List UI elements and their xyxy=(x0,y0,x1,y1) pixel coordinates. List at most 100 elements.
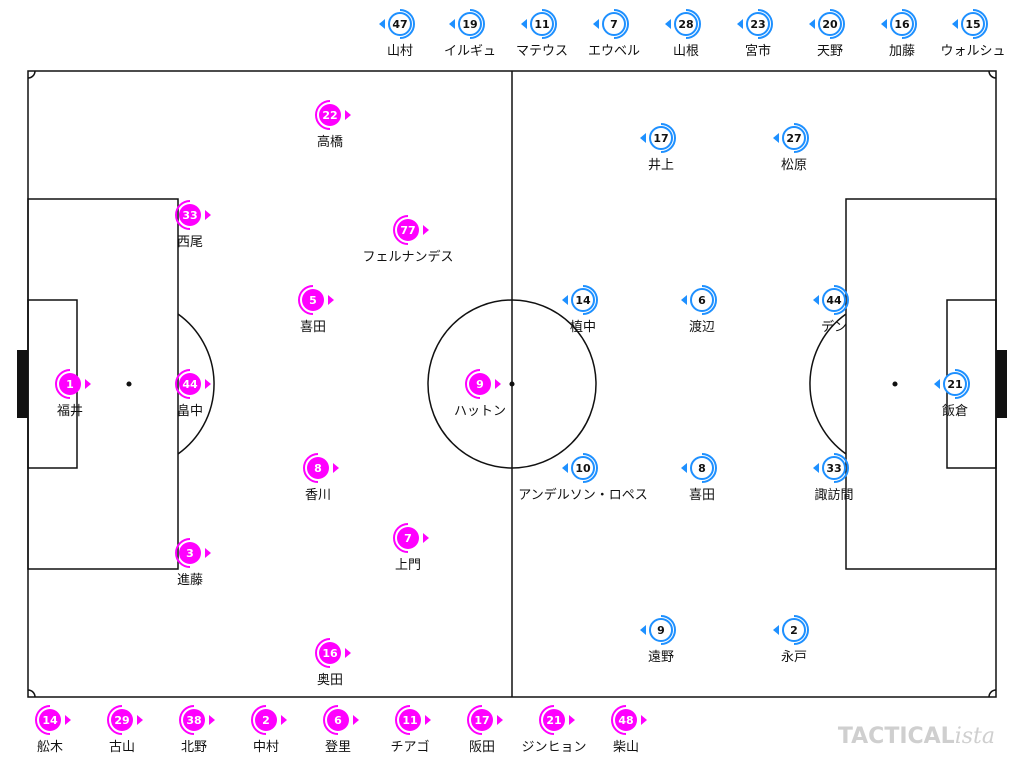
direction-arrow-icon xyxy=(333,463,339,473)
player-name: 井上 xyxy=(648,158,674,173)
player-ring-icon xyxy=(251,705,267,735)
player-disc xyxy=(179,373,201,395)
home-player-marker: 33 西尾 xyxy=(175,200,211,250)
player-number: 77 xyxy=(400,224,415,237)
player-disc xyxy=(822,456,846,480)
player-name: デン xyxy=(821,319,847,335)
direction-arrow-icon xyxy=(345,110,351,120)
player-disc xyxy=(690,288,714,312)
player-number: 38 xyxy=(186,714,201,727)
player-disc xyxy=(397,527,419,549)
player-name: 諏訪間 xyxy=(814,487,853,503)
direction-arrow-icon xyxy=(353,715,359,725)
player-disc xyxy=(458,12,482,36)
direction-arrow-icon xyxy=(423,225,429,235)
direction-arrow-icon xyxy=(281,715,287,725)
left-goal xyxy=(17,350,28,418)
right-goal xyxy=(996,350,1007,418)
right-penalty-arc xyxy=(809,313,847,455)
player-disc xyxy=(782,618,806,642)
player-ring-icon xyxy=(175,200,191,230)
home-player-marker: 5喜田 xyxy=(298,285,334,335)
player-ring-icon xyxy=(175,369,191,399)
direction-arrow-icon xyxy=(665,19,671,29)
direction-arrow-icon xyxy=(379,19,385,29)
player-disc xyxy=(943,372,967,396)
direction-arrow-icon xyxy=(562,295,568,305)
home-sub-marker: 2中村 xyxy=(251,705,287,755)
player-name: ジンヒョン xyxy=(521,740,586,755)
player-disc xyxy=(255,709,277,731)
player-ring-icon xyxy=(972,9,988,39)
player-number: 20 xyxy=(822,18,838,31)
left-penalty-area xyxy=(27,198,179,570)
player-disc xyxy=(746,12,770,36)
away-sub-marker: 20 天野 xyxy=(809,9,845,59)
player-ring-icon xyxy=(315,100,331,130)
player-name: アンデルソン・ロペス xyxy=(518,487,647,503)
player-name: 天野 xyxy=(817,44,843,59)
home-player-marker: 8香川 xyxy=(303,453,339,503)
brand-sub: ista xyxy=(955,724,995,749)
player-ring-icon xyxy=(395,705,411,735)
direction-arrow-icon xyxy=(681,295,687,305)
player-name: エウベル xyxy=(588,44,640,59)
direction-arrow-icon xyxy=(495,379,501,389)
player-ring-icon xyxy=(393,523,409,553)
player-ring-icon xyxy=(465,369,481,399)
player-number: 21 xyxy=(546,714,561,727)
direction-arrow-icon xyxy=(737,19,743,29)
player-name: 永戸 xyxy=(781,650,807,665)
player-ring-icon xyxy=(582,453,598,483)
player-disc xyxy=(543,709,565,731)
player-ring-icon xyxy=(757,9,773,39)
player-name: ウォルシュ xyxy=(940,44,1005,59)
player-name: 進藤 xyxy=(177,573,203,588)
corner-arc-bottom-left xyxy=(27,689,36,698)
player-ring-icon xyxy=(829,9,845,39)
direction-arrow-icon xyxy=(328,295,334,305)
player-disc xyxy=(307,457,329,479)
direction-arrow-icon xyxy=(137,715,143,725)
player-name: フェルナンデス xyxy=(362,249,453,265)
player-disc xyxy=(690,456,714,480)
player-name: 渡辺 xyxy=(689,319,715,335)
direction-arrow-icon xyxy=(773,133,779,143)
player-ring-icon xyxy=(539,705,555,735)
player-disc xyxy=(39,709,61,731)
player-ring-icon xyxy=(35,705,51,735)
player-number: 33 xyxy=(182,209,197,222)
player-name: 松原 xyxy=(781,158,807,173)
player-ring-icon xyxy=(393,215,409,245)
player-ring-icon xyxy=(613,9,629,39)
player-disc xyxy=(571,288,595,312)
direction-arrow-icon xyxy=(65,715,71,725)
player-number: 6 xyxy=(698,294,706,307)
player-ring-icon xyxy=(582,285,598,315)
player-name: 宮市 xyxy=(745,43,771,59)
player-number: 2 xyxy=(790,624,798,637)
player-name: 西尾 xyxy=(177,235,203,250)
player-number: 9 xyxy=(476,378,484,391)
player-ring-icon xyxy=(833,453,849,483)
left-penalty-arc xyxy=(177,313,215,455)
player-name: 山村 xyxy=(387,44,413,59)
player-name: 植中 xyxy=(570,320,596,335)
home-player-marker: 77 フェルナンデス xyxy=(362,215,454,265)
player-name: 喜田 xyxy=(689,488,715,503)
player-name: ハットン xyxy=(454,404,506,419)
direction-arrow-icon xyxy=(813,463,819,473)
direction-arrow-icon xyxy=(425,715,431,725)
player-number: 17 xyxy=(474,714,489,727)
direction-arrow-icon xyxy=(881,19,887,29)
